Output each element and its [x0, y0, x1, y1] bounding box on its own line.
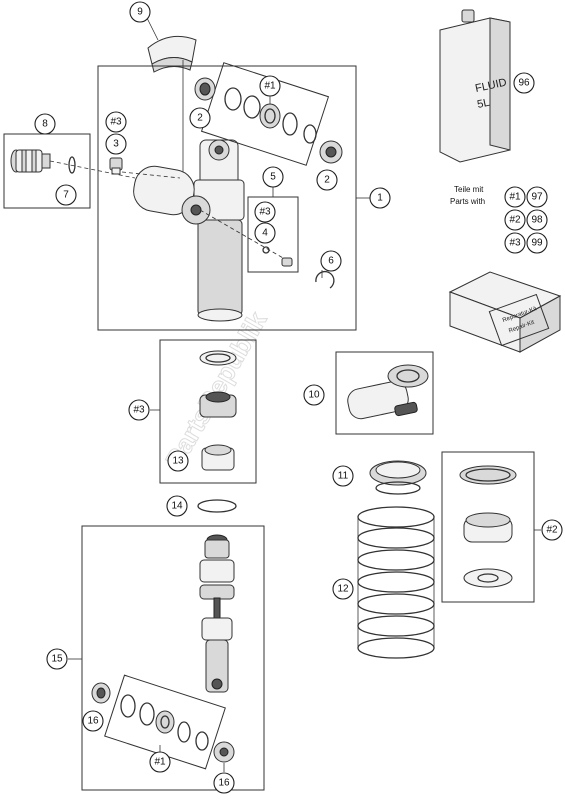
svg-text:99: 99	[531, 238, 543, 249]
svg-text:#2: #2	[546, 525, 558, 536]
callout-1: 1	[369, 187, 391, 209]
kit-number-99: 99	[526, 232, 548, 254]
svg-text:5: 5	[270, 172, 276, 183]
callout-kit1-bottom: #1	[149, 751, 171, 773]
coil-spring-part	[357, 506, 435, 659]
callout-5: 5	[262, 166, 284, 188]
kit-number-98: 98	[526, 209, 548, 231]
svg-text:16: 16	[87, 716, 99, 727]
valve-screw-part	[109, 157, 123, 175]
small-screw-part	[281, 257, 293, 267]
svg-text:10: 10	[308, 390, 320, 401]
callout-kit2: #2	[541, 519, 563, 541]
callout-96: 96	[513, 72, 535, 94]
svg-text:97: 97	[531, 192, 543, 203]
svg-text:6: 6	[328, 256, 334, 267]
svg-text:11: 11	[338, 471, 349, 482]
seal-kit-top-parts	[194, 77, 343, 164]
svg-text:1: 1	[377, 193, 383, 204]
damper-rod-part	[199, 534, 235, 693]
small-washer-part	[262, 246, 270, 254]
callout-10: 10	[303, 384, 325, 406]
compression-adjuster-part	[10, 149, 76, 174]
callout-9: 9	[129, 1, 151, 23]
svg-text:2: 2	[324, 175, 330, 186]
spring-seat-part	[369, 460, 427, 495]
svg-text:#1: #1	[264, 81, 276, 92]
kit2-group-frame	[441, 451, 535, 603]
kit2-parts	[459, 465, 517, 588]
callout-15: 15	[46, 648, 68, 670]
kit-note-line1: Teile mit	[454, 185, 484, 194]
callout-12: 12	[332, 578, 354, 600]
spring-retainer-part	[347, 364, 429, 420]
svg-text:9: 9	[137, 7, 143, 18]
fluid-can-line2: 5L	[476, 97, 490, 111]
kit-ref-3: #3	[504, 232, 526, 254]
callout-kit3-upper: #3	[105, 111, 127, 133]
svg-text:7: 7	[63, 190, 69, 201]
shock-body-part	[133, 139, 245, 322]
svg-text:#3: #3	[133, 405, 145, 416]
svg-text:#2: #2	[509, 215, 521, 226]
circlip-14-part	[197, 499, 237, 513]
kit3-seal-group-frame	[159, 339, 257, 484]
svg-text:2: 2	[197, 113, 203, 124]
svg-text:15: 15	[51, 654, 63, 665]
callout-2-right: 2	[316, 169, 338, 191]
damper-rod-group-frame	[81, 525, 265, 791]
svg-text:12: 12	[337, 584, 349, 595]
seal-kit3-parts	[199, 350, 237, 471]
callout-4: 4	[254, 222, 276, 244]
kit-note-line2: Parts with	[450, 197, 485, 206]
callout-6: 6	[320, 250, 342, 272]
svg-text:96: 96	[518, 78, 530, 89]
callout-14: 14	[166, 495, 188, 517]
svg-text:98: 98	[531, 215, 543, 226]
bump-cap-part	[147, 35, 197, 73]
svg-text:13: 13	[172, 456, 184, 467]
callout-2-top: 2	[189, 107, 211, 129]
repair-kit-box: Reparatur-Kit Repair-Kit	[448, 271, 562, 353]
callout-8: 8	[34, 113, 56, 135]
callout-kit3-lower: #3	[128, 399, 150, 421]
kit-number-97: 97	[526, 186, 548, 208]
callout-11: 11	[332, 465, 354, 487]
callout-kit3-mid: #3	[254, 201, 276, 223]
callout-3: 3	[105, 133, 127, 155]
callout-16-bottom: 16	[213, 772, 235, 794]
svg-text:3: 3	[113, 139, 119, 150]
callout-16-left: 16	[82, 710, 104, 732]
svg-text:16: 16	[218, 778, 230, 789]
callout-kit1-top: #1	[259, 75, 281, 97]
svg-text:#1: #1	[154, 757, 166, 768]
svg-text:4: 4	[262, 228, 268, 239]
kit-ref-2: #2	[504, 209, 526, 231]
kit-ref-1: #1	[504, 186, 526, 208]
spring-retainer-group-frame	[335, 351, 434, 435]
svg-text:#1: #1	[509, 192, 521, 203]
callout-7: 7	[55, 184, 77, 206]
svg-text:#3: #3	[110, 117, 122, 128]
callout-13: 13	[167, 450, 189, 472]
svg-text:#3: #3	[259, 207, 271, 218]
seal-kit-bottom-parts	[91, 682, 235, 763]
circlip-part	[315, 271, 335, 289]
kit1-group-frame-bottom	[104, 674, 226, 770]
fluid-can: FLUID 5L	[439, 9, 511, 163]
svg-text:#3: #3	[509, 238, 521, 249]
svg-text:14: 14	[171, 501, 183, 512]
svg-text:8: 8	[42, 119, 48, 130]
